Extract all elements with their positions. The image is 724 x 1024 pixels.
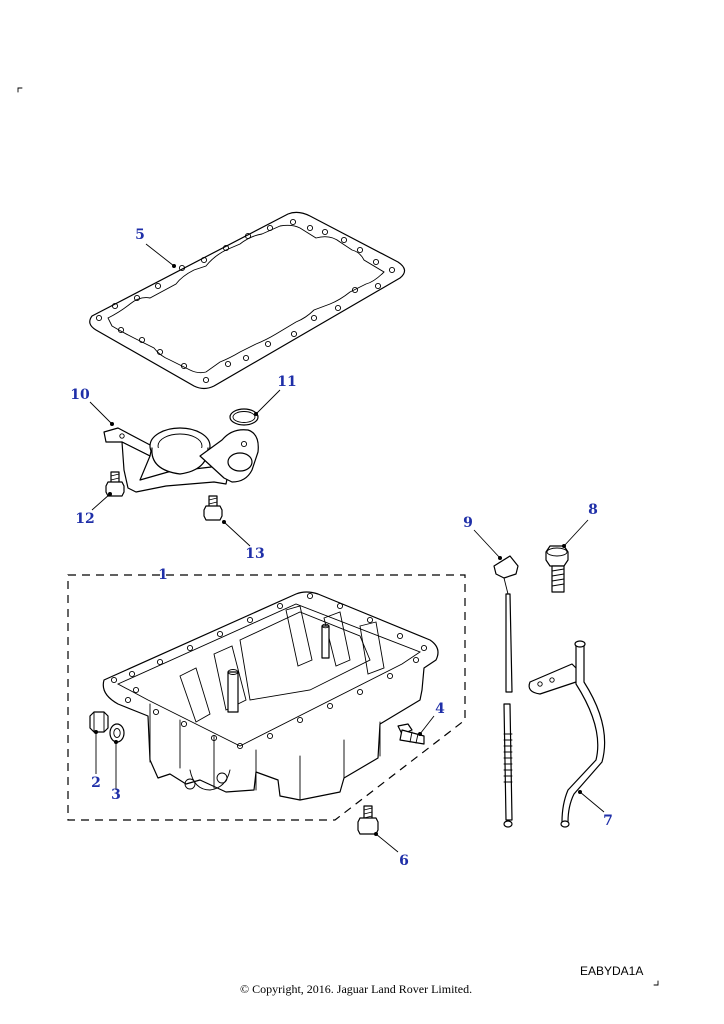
dipstick-part xyxy=(493,555,519,828)
callout-13: 13 xyxy=(245,546,264,562)
drain-plug-part xyxy=(89,711,109,733)
corner-mark-bottom-right xyxy=(653,980,659,986)
callout-2: 2 xyxy=(91,775,101,791)
gasket-part xyxy=(89,211,406,390)
bolt-8-part xyxy=(545,545,569,593)
dipstick-tube-part xyxy=(528,640,606,828)
callout-11: 11 xyxy=(277,374,296,390)
kit-outline xyxy=(67,574,466,821)
copyright-notice: © Copyright, 2016. Jaguar Land Rover Lim… xyxy=(240,982,473,996)
callout-9: 9 xyxy=(463,515,473,531)
callout-7: 7 xyxy=(603,813,613,829)
bolt-4-part xyxy=(397,723,425,745)
bolt-13-part xyxy=(203,495,223,521)
bolt-6-part xyxy=(357,805,379,835)
leader-lines xyxy=(89,243,605,853)
callout-1: 1 xyxy=(158,567,168,583)
washer-part xyxy=(109,723,125,743)
callout-6: 6 xyxy=(399,853,409,869)
oil-pickup-tube-part xyxy=(103,427,259,493)
callout-8: 8 xyxy=(588,502,598,518)
callout-10: 10 xyxy=(70,387,90,403)
oil-pan-part xyxy=(102,591,439,801)
drawing-code: EABYDA1A xyxy=(580,964,644,978)
callout-3: 3 xyxy=(111,787,121,803)
o-ring-part xyxy=(229,408,259,426)
callout-labels: 1 2 3 4 5 6 7 8 9 10 11 12 13 xyxy=(70,227,613,869)
corner-mark-top-left xyxy=(17,87,23,93)
bolt-12-part xyxy=(105,471,125,497)
callout-4: 4 xyxy=(435,701,445,717)
callout-12: 12 xyxy=(75,511,94,527)
callout-5: 5 xyxy=(135,227,145,243)
